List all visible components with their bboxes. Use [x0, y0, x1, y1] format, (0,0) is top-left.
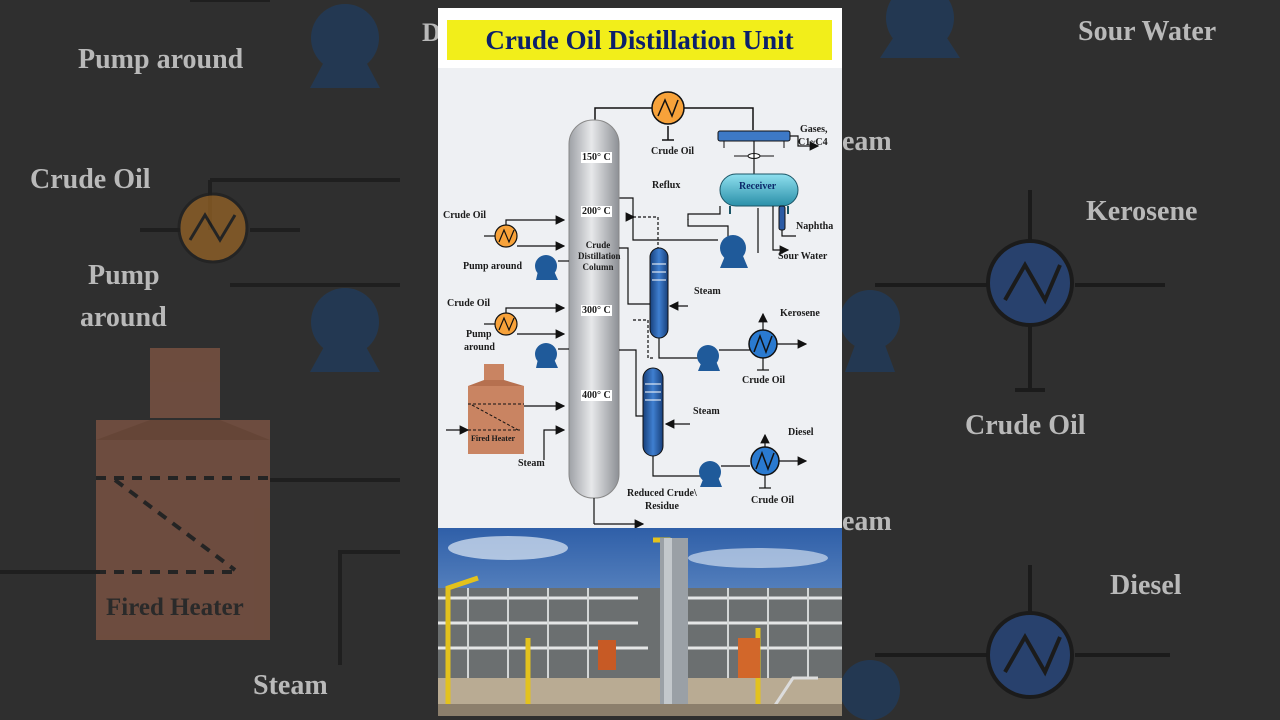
kerosene-label: Kerosene: [780, 308, 820, 319]
bg-pump-3: [880, 0, 960, 58]
diagram-panel: Crude Oil Distillation Unit: [438, 8, 842, 716]
bg-pump-4: [840, 290, 900, 372]
crude-oil-2-label: Crude Oil: [447, 298, 491, 309]
bg-exchanger-kerosene: [875, 190, 1165, 392]
bg-exchanger-diesel: [875, 565, 1170, 699]
pump-around-2-exchanger-icon: [494, 312, 518, 336]
receiver-label: Receiver: [739, 181, 777, 192]
bg-label-d-fragment: D: [422, 18, 441, 47]
residue-label-1: Reduced Crude\: [627, 488, 697, 499]
temp-150: 150° C: [581, 152, 612, 163]
steam-1-label: Steam: [694, 286, 721, 297]
temp-300: 300° C: [581, 305, 612, 316]
bg-pump-2: [310, 288, 380, 372]
bg-label-steam: Steam: [253, 670, 328, 701]
reflux-label: Reflux: [652, 180, 681, 191]
diesel-pump-icon: [699, 461, 722, 487]
kerosene-exchanger-icon: [748, 329, 778, 359]
crude-oil-top-label: Crude Oil: [651, 146, 695, 157]
temp-400: 400° C: [581, 390, 612, 401]
bg-label-sour-water: Sour Water: [1078, 16, 1217, 47]
fired-heater-icon: [468, 364, 524, 454]
steam-2-label: Steam: [518, 458, 545, 469]
overhead-line: [594, 107, 754, 141]
diagram-title: Crude Oil Distillation Unit: [447, 20, 832, 60]
bg-label-pump: Pump: [88, 260, 160, 291]
bg-label-pump-around: Pump around: [78, 44, 244, 75]
steam-3-label: Steam: [693, 406, 720, 417]
reflux-pump-icon: [720, 235, 748, 268]
bg-label-kerosene: Kerosene: [1086, 196, 1198, 227]
pump-around-1-pump-icon: [535, 255, 558, 280]
pump-around-1-exchanger-icon: [494, 224, 518, 248]
crude-oil-4-label: Crude Oil: [751, 495, 795, 506]
process-flow-diagram: [438, 68, 842, 528]
refinery-photo: [438, 528, 842, 716]
bg-label-fired-heater: Fired Heater: [106, 594, 244, 621]
bg-pump-5: [840, 660, 900, 720]
pump-around-1-label: Pump around: [463, 261, 523, 272]
diesel-exchanger-icon: [750, 446, 780, 476]
temp-200: 200° C: [581, 206, 612, 217]
bg-label-diesel: Diesel: [1110, 570, 1182, 601]
bg-label-around: around: [80, 302, 167, 333]
bg-label-steam-r2: eam: [842, 506, 892, 537]
naphtha-label: Naphtha: [796, 221, 834, 232]
diesel-label: Diesel: [788, 427, 814, 438]
pump-around-2a-label: Pump: [466, 329, 492, 340]
sour-water-label: Sour Water: [778, 251, 828, 262]
bg-label-steam-r1: eam: [842, 126, 892, 157]
fired-heater-label: Fired Heater: [471, 434, 516, 443]
gases-c1-c4-label: C1~C4: [798, 137, 828, 148]
pump-around-2-pump-icon: [535, 343, 558, 368]
bg-exchanger: [177, 192, 249, 264]
stripper-2-icon: [642, 367, 664, 457]
kerosene-pump-icon: [697, 345, 720, 371]
top-condenser-exchanger-icon: [651, 91, 685, 125]
receiver-drum-icon: [719, 141, 799, 231]
bg-label-crude-oil-right: Crude Oil: [965, 410, 1086, 441]
bg-label-crude-oil: Crude Oil: [30, 164, 151, 195]
residue-label-2: Residue: [645, 501, 679, 512]
gases-label: Gases,: [800, 124, 828, 135]
pump-around-2b-label: around: [464, 342, 495, 353]
bg-pump-1: [310, 4, 380, 88]
crude-oil-1-label: Crude Oil: [443, 210, 487, 221]
crude-oil-3-label: Crude Oil: [742, 375, 786, 386]
column-name-label: Crude Distillation Column: [578, 240, 621, 272]
bg-heater: [96, 348, 270, 640]
stripper-1-icon: [649, 247, 669, 339]
